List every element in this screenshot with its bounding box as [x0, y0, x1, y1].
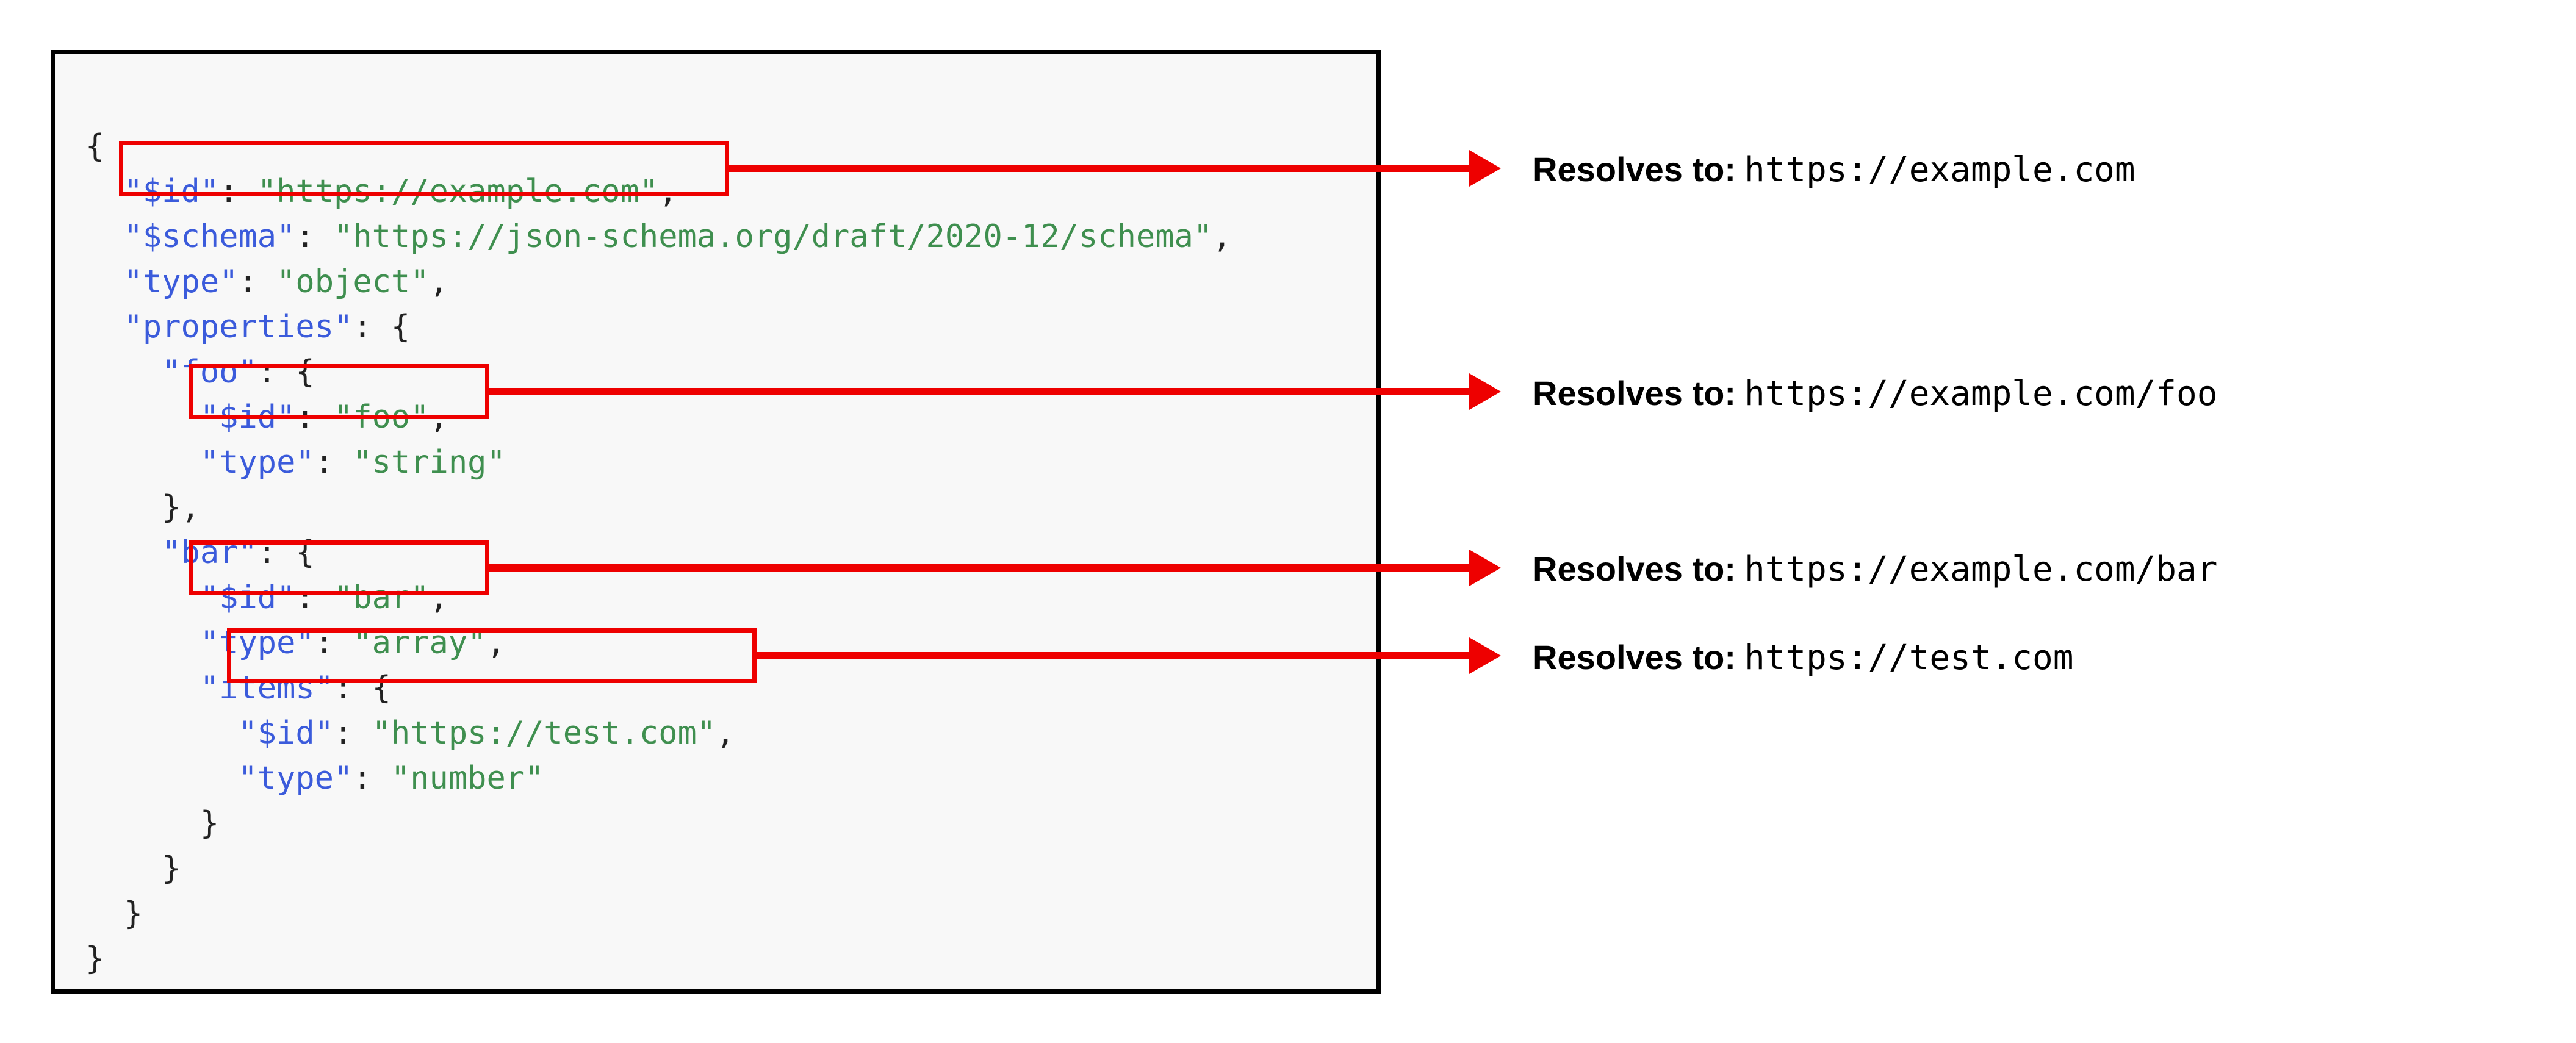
- code-token: :: [314, 625, 353, 661]
- code-line: "properties": {: [85, 304, 1231, 349]
- resolves-to-annotation: Resolves to: https://test.com: [1533, 637, 2073, 678]
- code-token: ,: [429, 399, 448, 435]
- resolves-to-annotation: Resolves to: https://example.com/foo: [1533, 373, 2217, 414]
- json-schema-code-panel: { "$id": "https://example.com", "$schema…: [51, 50, 1381, 994]
- code-token: ,: [658, 173, 678, 210]
- code-token: "$id": [200, 579, 296, 616]
- resolves-to-annotation: Resolves to: https://example.com: [1533, 149, 2135, 190]
- arrow-head: [1469, 550, 1501, 586]
- code-token: }: [85, 941, 105, 977]
- code-line: "type": "string": [85, 440, 1231, 485]
- code-line: "$schema": "https://json-schema.org/draf…: [85, 214, 1232, 259]
- code-line: "foo": {: [85, 349, 1231, 395]
- resolves-to-label: Resolves to:: [1533, 150, 1736, 188]
- code-token: "type": [123, 263, 239, 300]
- code-line: "type": "array",: [85, 620, 1231, 665]
- code-token: : {: [353, 309, 411, 345]
- resolves-to-label: Resolves to:: [1533, 638, 1736, 676]
- arrow-head: [1469, 150, 1501, 187]
- code-token: "foo": [334, 399, 430, 435]
- code-line: "$id": "https://test.com",: [85, 711, 1231, 756]
- code-token: :: [334, 715, 372, 751]
- resolved-url: https://test.com: [1744, 638, 2074, 678]
- code-token: "$id": [200, 399, 296, 435]
- code-token: }: [162, 850, 181, 887]
- arrow-head: [1469, 373, 1501, 410]
- code-token: }: [123, 895, 143, 932]
- code-line: "type": "object",: [85, 259, 1231, 304]
- code-line: }: [85, 801, 1231, 846]
- code-token: "$id": [238, 715, 334, 751]
- code-line: "$id": "bar",: [85, 575, 1231, 620]
- code-token: "items": [200, 670, 334, 706]
- code-token: "https://test.com": [372, 715, 716, 751]
- code-token: "$id": [123, 173, 220, 210]
- code-token: :: [353, 760, 391, 797]
- code-token: "type": [200, 625, 315, 661]
- code-line: },: [85, 485, 1231, 530]
- code-token: "type": [238, 760, 353, 797]
- json-schema-code: { "$id": "https://example.com", "$schema…: [85, 124, 1231, 981]
- code-line: }: [85, 846, 1231, 891]
- resolves-to-label: Resolves to:: [1533, 374, 1736, 412]
- code-token: "https://example.com": [257, 173, 659, 210]
- code-line: "type": "number": [85, 756, 1231, 801]
- code-token: "number": [390, 760, 544, 797]
- code-token: ,: [486, 625, 506, 661]
- code-token: "bar": [162, 534, 257, 571]
- code-line: "items": {: [85, 665, 1231, 711]
- code-token: :: [238, 263, 277, 300]
- code-token: ,: [429, 263, 448, 300]
- code-token: },: [162, 489, 200, 526]
- code-token: "properties": [123, 309, 353, 345]
- code-token: ,: [1212, 218, 1232, 255]
- code-token: ,: [429, 579, 448, 616]
- code-token: "object": [276, 263, 430, 300]
- code-token: : {: [334, 670, 391, 706]
- code-token: "bar": [334, 579, 430, 616]
- code-token: "string": [353, 444, 506, 481]
- code-line: "$id": "foo",: [85, 395, 1231, 440]
- code-token: ,: [716, 715, 735, 751]
- resolves-to-label: Resolves to:: [1533, 550, 1736, 588]
- resolved-url: https://example.com/foo: [1744, 374, 2218, 414]
- code-token: :: [295, 579, 334, 616]
- code-token: "$schema": [123, 218, 296, 255]
- code-line: }: [85, 891, 1231, 936]
- code-token: }: [200, 805, 220, 842]
- resolved-url: https://example.com/bar: [1744, 550, 2218, 589]
- code-token: :: [219, 173, 257, 210]
- resolved-url: https://example.com: [1744, 150, 2135, 190]
- code-token: : {: [257, 354, 315, 390]
- code-token: : {: [257, 534, 315, 571]
- code-token: :: [295, 399, 334, 435]
- code-token: "https://json-schema.org/draft/2020-12/s…: [334, 218, 1213, 255]
- code-token: :: [314, 444, 353, 481]
- code-line: "$id": "https://example.com",: [85, 169, 1231, 214]
- code-token: "foo": [162, 354, 257, 390]
- code-token: "array": [353, 625, 487, 661]
- code-token: :: [295, 218, 334, 255]
- code-token: "type": [200, 444, 315, 481]
- code-line: {: [85, 124, 1231, 169]
- code-line: "bar": {: [85, 530, 1231, 575]
- arrow-head: [1469, 637, 1501, 674]
- code-line: }: [85, 936, 1231, 981]
- resolves-to-annotation: Resolves to: https://example.com/bar: [1533, 549, 2217, 589]
- code-token: {: [85, 128, 105, 165]
